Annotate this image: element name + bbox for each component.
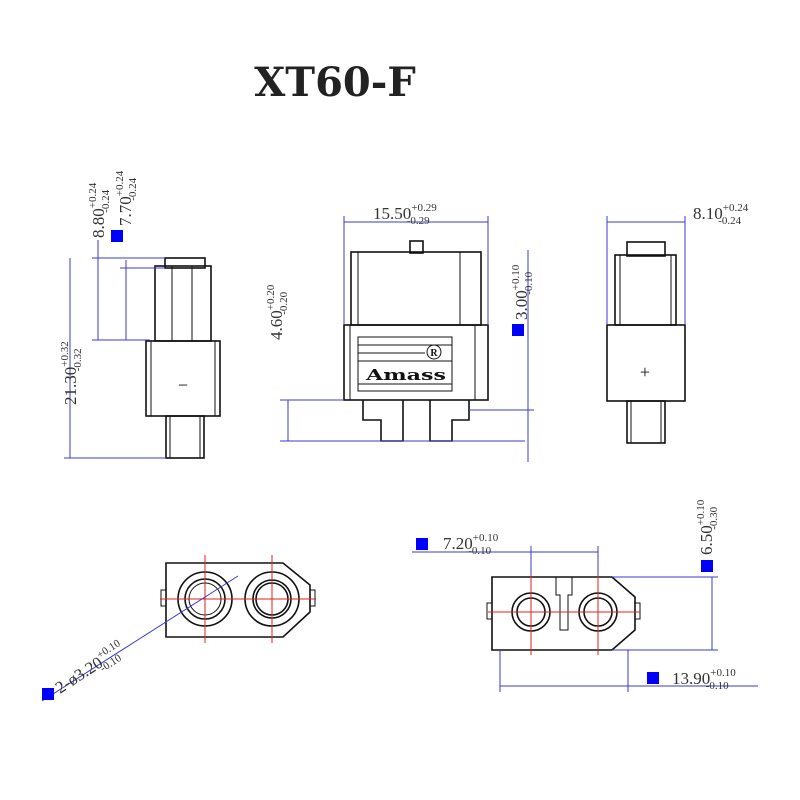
dimension-7-20: 7.20+0.10-0.10 [412,532,599,575]
svg-text:8.80+0.24-0.24: 8.80+0.24-0.24 [87,182,112,238]
dimension-4-60: 4.60+0.20-0.20 [265,284,525,442]
dimension-21-30: 21.30+0.32-0.32 [59,258,166,459]
positive-mark: + [640,362,650,382]
registered-mark: R [430,348,438,359]
svg-text:13.90+0.10-0.10: 13.90+0.10-0.10 [672,667,736,692]
negative-mark: − [178,375,188,395]
dimension-marker [42,688,54,700]
rear-face-view [486,570,641,655]
dimension-hole-diameter: 2-ø3.20+0.10-0.10 [41,575,239,702]
svg-text:7.20+0.10-0.10: 7.20+0.10-0.10 [443,532,499,557]
dimension-marker [512,324,524,336]
amass-logo: Amass [365,366,446,384]
dimension-7-70: 7.70+0.24-0.24 [111,170,165,340]
mating-face-view [160,555,316,643]
side-view-positive: + [606,241,686,444]
svg-text:2-ø3.20+0.10-0.10: 2-ø3.20+0.10-0.10 [51,637,130,701]
dimension-3-00: 3.00+0.10-0.10 [469,250,535,462]
svg-text:21.30+0.32-0.32: 21.30+0.32-0.32 [59,341,84,405]
svg-text:3.00+0.10-0.10: 3.00+0.10-0.10 [510,264,535,320]
front-view: R Amass [280,240,489,442]
dimension-marker [701,560,713,572]
svg-text:15.50+0.29-0.29: 15.50+0.29-0.29 [373,202,437,227]
side-view-negative: − [145,257,221,459]
amass-logo-panel: R Amass [358,344,452,385]
svg-text:7.70+0.24-0.24: 7.70+0.24-0.24 [114,170,139,226]
dimension-marker [111,230,123,242]
dimension-6-50: 6.50+0.10-0.30 [612,499,720,651]
drawing-title: XT60-F [254,59,415,106]
dimension-marker [647,672,659,684]
svg-text:4.60+0.20-0.20: 4.60+0.20-0.20 [265,284,290,340]
dimension-8-80: 8.80+0.24-0.24 [87,182,165,341]
dimension-8-10: 8.10+0.24-0.24 [606,202,749,325]
svg-text:6.50+0.10-0.30: 6.50+0.10-0.30 [695,499,720,555]
dimension-marker [416,538,428,550]
dimension-13-90: 13.90+0.10-0.10 [499,650,758,692]
svg-text:8.10+0.24-0.24: 8.10+0.24-0.24 [693,202,749,227]
dimension-15-50: 15.50+0.29-0.29 [343,202,489,325]
